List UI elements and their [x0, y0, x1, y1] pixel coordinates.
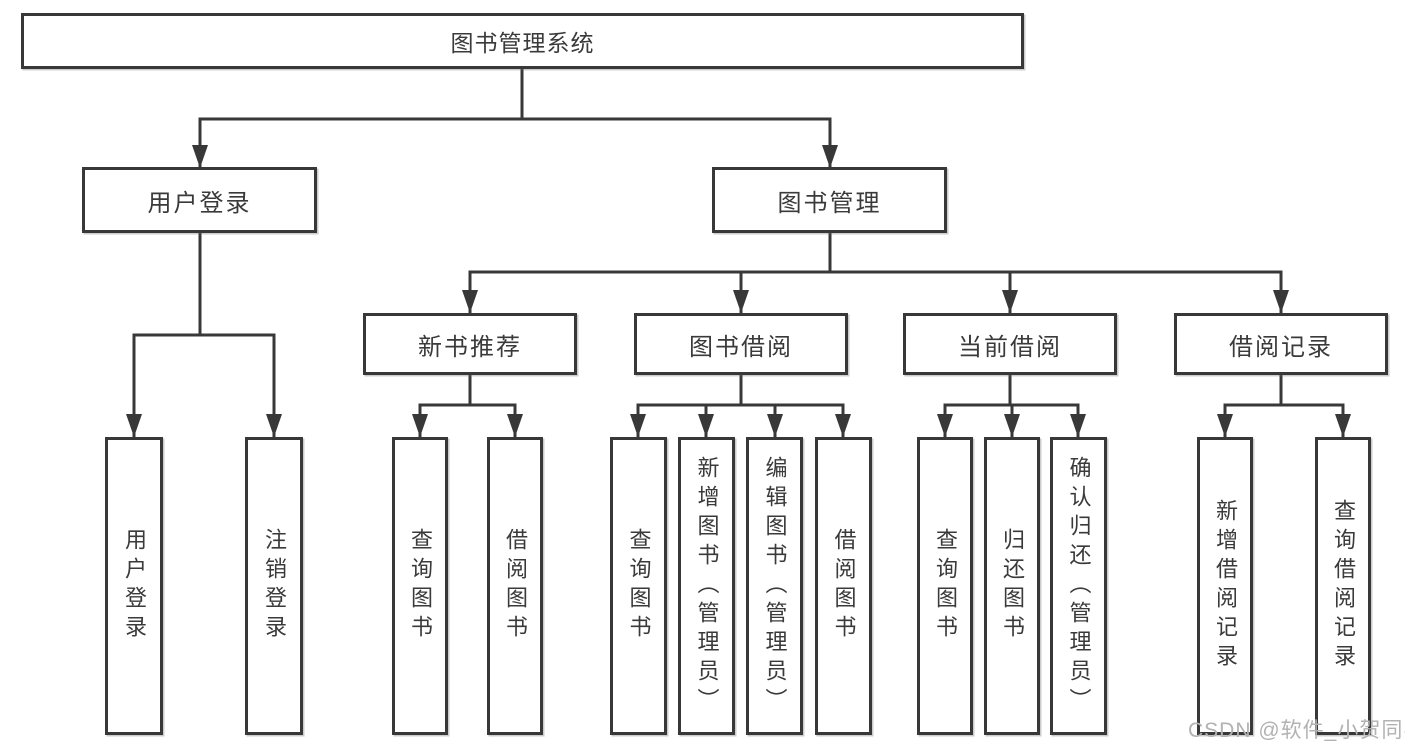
node-leaf-query-books-recommend: 查询图书	[392, 437, 448, 735]
node-book-management: 图书管理	[712, 167, 947, 233]
node-leaf-query-books-current: 查询图书	[917, 437, 973, 735]
node-current-borrow: 当前借阅	[903, 313, 1117, 375]
node-leaf-add-borrow-record: 新增借阅记录	[1197, 437, 1253, 735]
arrowhead-icons	[126, 145, 1351, 437]
node-leaf-query-borrow-record: 查询借阅记录	[1315, 437, 1371, 735]
node-root-system: 图书管理系统	[21, 13, 1024, 69]
node-leaf-logout: 注销登录	[245, 437, 303, 735]
node-new-book-recommend: 新书推荐	[363, 313, 577, 375]
node-leaf-confirm-return-admin: 确认归还（管理员）	[1050, 437, 1107, 735]
node-leaf-user-login: 用户登录	[105, 437, 163, 735]
csdn-watermark: CSDN @软件_小贺同学	[1188, 719, 1405, 742]
node-user-login: 用户登录	[82, 167, 317, 233]
node-borrow-records: 借阅记录	[1174, 313, 1388, 375]
node-leaf-query-books-borrow: 查询图书	[610, 437, 667, 735]
node-leaf-edit-books-admin: 编辑图书（管理员）	[746, 437, 803, 735]
node-leaf-return-books: 归还图书	[984, 437, 1040, 735]
node-leaf-add-books-admin: 新增图书（管理员）	[678, 437, 735, 735]
node-leaf-borrow-books: 借阅图书	[815, 437, 872, 735]
node-leaf-borrow-books-recommend: 借阅图书	[487, 437, 543, 735]
node-book-borrow: 图书借阅	[634, 313, 848, 375]
